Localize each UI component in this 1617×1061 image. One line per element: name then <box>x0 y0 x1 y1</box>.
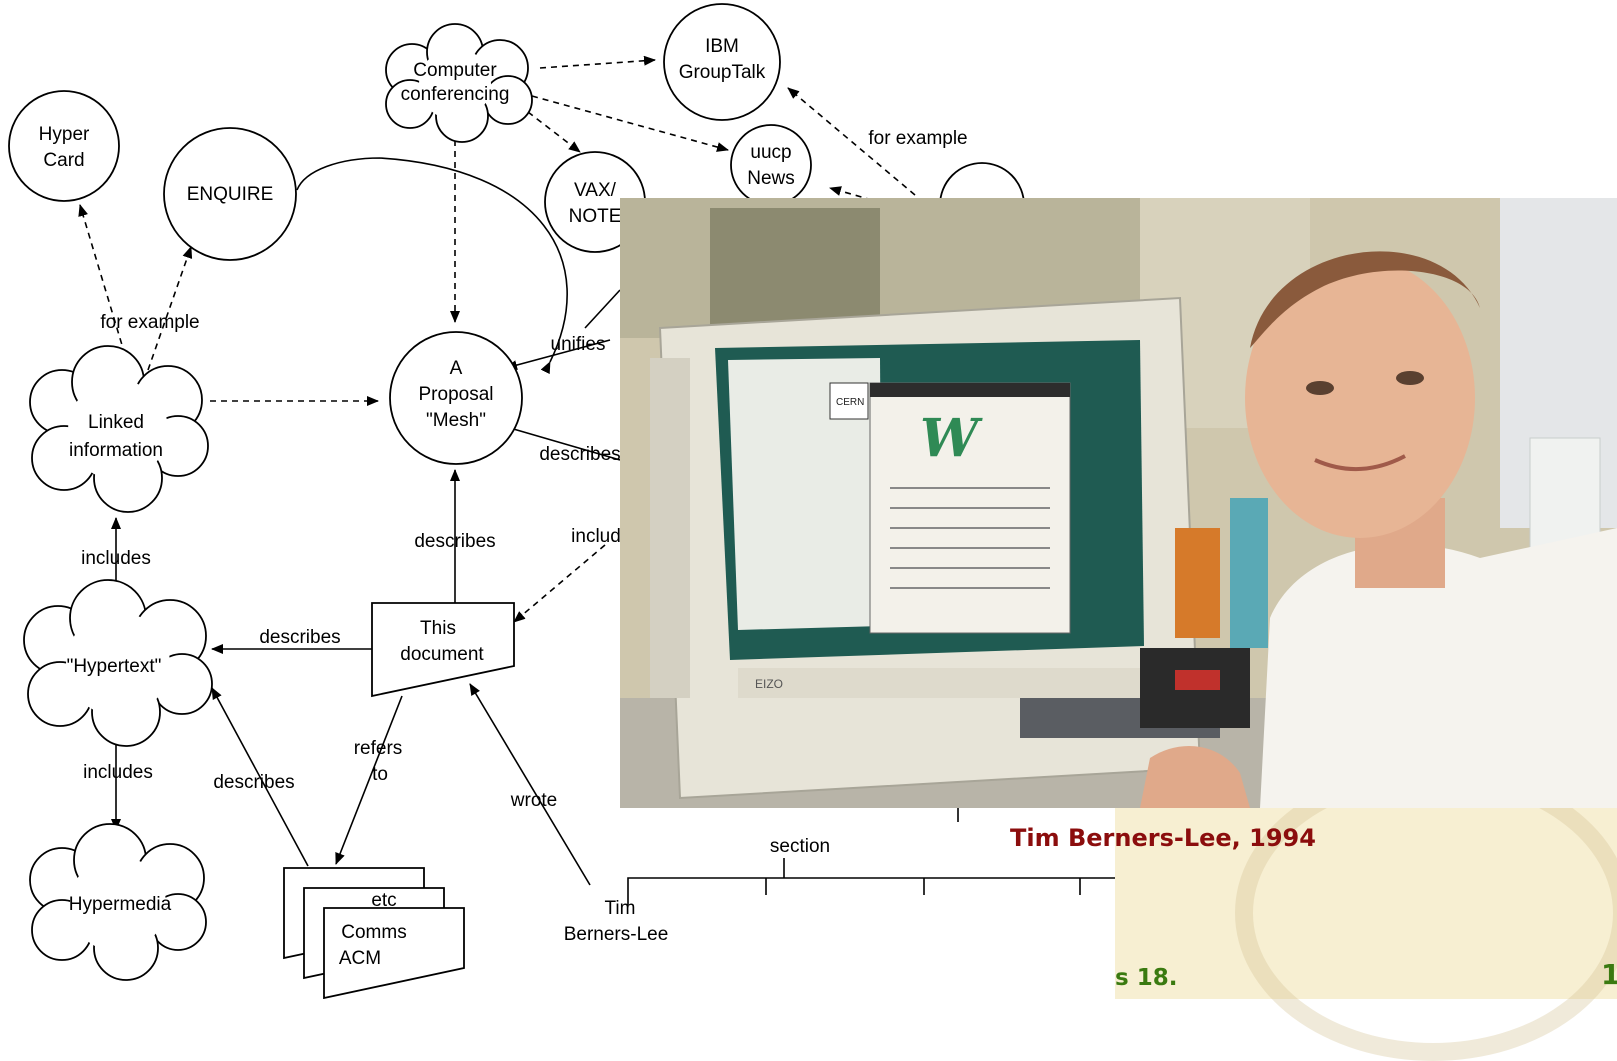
label-enquire: ENQUIRE <box>187 184 274 205</box>
node-ibm-grouptalk <box>663 3 781 121</box>
label-document-2: document <box>400 644 484 665</box>
edge-tim-document <box>469 683 591 886</box>
edge-linked-enquire <box>147 246 193 371</box>
label-document-1: This <box>420 618 456 639</box>
label-etc: etc <box>371 890 396 911</box>
label-for-example-left: for example <box>100 312 199 333</box>
edge-to-uucp <box>829 186 873 201</box>
label-hypercard-2: Card <box>43 150 84 171</box>
label-uucp-2: News <box>747 168 795 189</box>
label-hypermedia: Hypermedia <box>69 894 172 915</box>
edge-conferencing-ibm <box>539 55 656 69</box>
edge-forexample-ibm <box>787 87 916 196</box>
node-hypercard <box>8 90 120 202</box>
label-ibm-1: IBM <box>705 36 739 57</box>
node-computer-conferencing <box>385 23 533 143</box>
label-describes-center: describes <box>414 531 495 552</box>
label-vax-1: VAX/ <box>574 180 617 201</box>
monitor-brand: EIZO <box>755 677 783 691</box>
label-section: section <box>770 836 830 857</box>
edge-conferencing-uucp <box>531 95 729 152</box>
label-describes-right: describes <box>539 444 620 465</box>
edge-linked-hypercard <box>78 204 129 366</box>
label-mesh-3: "Mesh" <box>426 410 486 431</box>
edge-mesh-describes <box>509 427 621 461</box>
edge-conferencing-vax <box>527 111 581 153</box>
concept-diagram: Computer conferencing IBM GroupTalk Hype… <box>8 3 1120 999</box>
label-linked-2: information <box>69 440 163 461</box>
label-tim-1: Tim <box>605 898 636 919</box>
node-linked-information <box>29 345 209 513</box>
node-labels: Computer conferencing IBM GroupTalk Hype… <box>39 36 795 969</box>
label-to: to <box>372 764 388 785</box>
node-proposal-mesh <box>389 331 523 465</box>
edge-unifies <box>505 339 611 370</box>
edge-comms-hypertext <box>211 687 309 867</box>
leaf-watermark <box>1235 765 1617 1061</box>
node-hypermedia <box>29 823 207 981</box>
label-ibm-2: GroupTalk <box>679 62 766 83</box>
nodes <box>8 3 1025 999</box>
label-mesh-2: Proposal <box>419 384 494 405</box>
photo-tim-berners-lee: W CERN EIZO <box>620 198 1617 808</box>
label-wrote: wrote <box>510 790 557 811</box>
label-comms-2: ACM <box>339 948 381 969</box>
label-uucp-1: uucp <box>750 142 791 163</box>
photo-drawing: W CERN EIZO <box>620 198 1617 808</box>
label-includ-right: includ <box>571 526 621 547</box>
label-tim-2: Berners-Lee <box>564 924 669 945</box>
label-for-example-top: for example <box>868 128 967 149</box>
label-conferencing-1: Computer <box>413 60 497 81</box>
edge-mesh-enquire <box>296 157 568 362</box>
page-number: 1 <box>1601 958 1617 991</box>
label-describes-hypertext: describes <box>259 627 340 648</box>
label-linked-1: Linked <box>88 412 144 433</box>
node-comms-acm <box>323 907 465 999</box>
label-conferencing-2: conferencing <box>401 84 510 105</box>
edge-labels: for example for example unifies describe… <box>81 128 968 857</box>
section-tree <box>627 877 1120 905</box>
label-describes-lower: describes <box>213 772 294 793</box>
screen-badge: CERN <box>836 397 864 408</box>
label-vax-2: NOTE <box>569 206 622 227</box>
slide-background <box>1115 765 1617 1061</box>
node-this-document <box>371 602 515 698</box>
screen-logo: W <box>920 408 983 469</box>
edge-vax-unifies <box>584 289 621 329</box>
edges <box>78 55 1120 905</box>
label-includes-lower: includes <box>83 762 153 783</box>
label-hypercard-1: Hyper <box>39 124 90 145</box>
label-unifies: unifies <box>551 334 606 355</box>
edge-includ-document <box>513 544 606 623</box>
node-uucp-news <box>730 124 812 206</box>
edge-document-comms <box>335 695 403 865</box>
label-refers: refers <box>354 738 403 759</box>
label-hypertext: "Hypertext" <box>67 656 162 677</box>
node-hypertext <box>23 579 213 747</box>
photo-caption: Tim Berners-Lee, 1994 <box>1010 824 1316 852</box>
node-enquire <box>163 127 297 261</box>
slide-footnote: s 18. <box>1115 965 1178 991</box>
label-mesh-1: A <box>450 358 463 379</box>
label-comms-1: Comms <box>341 922 406 943</box>
label-includes-upper: includes <box>81 548 151 569</box>
